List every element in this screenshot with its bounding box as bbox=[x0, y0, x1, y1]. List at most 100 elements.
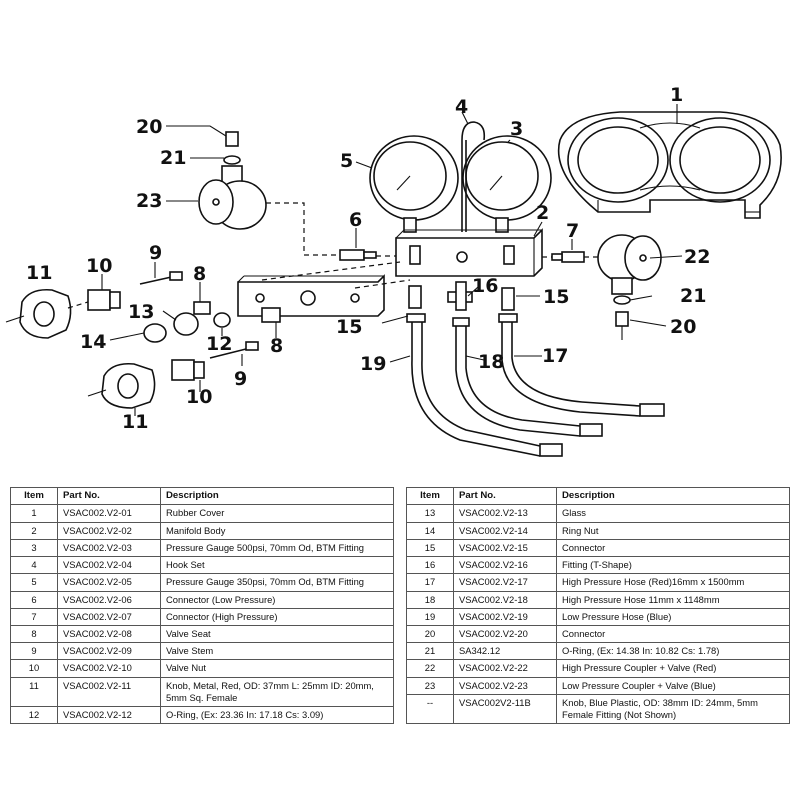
cell-description: High Pressure Hose (Red)16mm x 1500mm bbox=[556, 573, 790, 592]
cell-description: O-Ring, (Ex: 23.36 In: 17.18 Cs: 3.09) bbox=[160, 706, 394, 725]
high-pressure-gauge-drawing bbox=[462, 135, 552, 233]
cell-item: 18 bbox=[406, 590, 454, 609]
leader-lines bbox=[101, 104, 683, 416]
callout-22: 22 bbox=[684, 246, 710, 268]
cell-item: 23 bbox=[406, 676, 454, 695]
cell-part-no: VSAC002.V2-02 bbox=[57, 521, 161, 540]
cell-part-no: VSAC002.V2-14 bbox=[453, 521, 557, 540]
connector-left-drawing bbox=[408, 285, 422, 309]
callout-4: 4 bbox=[455, 96, 468, 118]
callout-8-top: 8 bbox=[193, 263, 206, 285]
cell-part-no: VSAC002.V2-12 bbox=[57, 706, 161, 725]
cell-item: 8 bbox=[10, 624, 58, 644]
callout-11-top: 11 bbox=[26, 262, 52, 284]
cell-description: Ring Nut bbox=[556, 521, 790, 540]
valve-nut-lower-drawing bbox=[171, 359, 205, 381]
callout-9-bottom: 9 bbox=[234, 368, 247, 390]
cell-item: 2 bbox=[10, 521, 58, 540]
callout-7: 7 bbox=[566, 220, 579, 242]
cell-description: Pressure Gauge 350psi, 70mm Od, BTM Fitt… bbox=[160, 573, 394, 592]
callout-5: 5 bbox=[340, 150, 353, 172]
column-header-part-no: Part No. bbox=[453, 486, 557, 506]
knob-lower-drawing bbox=[87, 362, 156, 409]
low-pressure-hose-drawing bbox=[411, 318, 541, 457]
valve-seat-lower-drawing bbox=[261, 307, 281, 323]
cell-description: Connector (Low Pressure) bbox=[160, 590, 394, 609]
callout-9-top: 9 bbox=[149, 242, 162, 264]
low-coupler-drawing bbox=[198, 131, 267, 230]
low-connector-drawing bbox=[339, 249, 377, 261]
cell-description: High Pressure Hose 11mm x 1148mm bbox=[556, 590, 790, 609]
middle-hose-drawing bbox=[455, 322, 581, 437]
cell-part-no: VSAC002.V2-13 bbox=[453, 504, 557, 523]
cell-description: Knob, Metal, Red, OD: 37mm L: 25mm ID: 2… bbox=[160, 676, 394, 708]
cell-description: Knob, Blue Plastic, OD: 38mm ID: 24mm, 5… bbox=[556, 693, 790, 725]
cell-description: High Pressure Coupler + Valve (Red) bbox=[556, 659, 790, 678]
exploded-parts-diagram: 1 2 3 4 5 6 7 20 21 23 22 21 20 9 10 11 … bbox=[5, 84, 782, 457]
callout-6: 6 bbox=[349, 209, 362, 231]
cell-description: Low Pressure Coupler + Valve (Blue) bbox=[556, 676, 790, 695]
cell-description: Fitting (T-Shape) bbox=[556, 556, 790, 575]
cell-part-no: VSAC002.V2-16 bbox=[453, 556, 557, 575]
callout-15-left: 15 bbox=[336, 316, 362, 338]
cell-item: 10 bbox=[10, 659, 58, 678]
cell-part-no: VSAC002.V2-15 bbox=[453, 538, 557, 558]
callout-1: 1 bbox=[670, 84, 683, 106]
cell-description: Connector (High Pressure) bbox=[160, 607, 394, 627]
cell-item: 1 bbox=[10, 504, 58, 523]
cell-item: 15 bbox=[406, 538, 454, 558]
glass-drawing bbox=[173, 312, 199, 336]
cell-part-no: VSAC002.V2-09 bbox=[57, 642, 161, 661]
cell-description: Glass bbox=[556, 504, 790, 523]
callout-10-bottom: 10 bbox=[186, 386, 212, 408]
callout-16: 16 bbox=[472, 275, 498, 297]
cell-description: Manifold Body bbox=[160, 521, 394, 540]
table-header-row: Item Part No. Description bbox=[406, 486, 790, 506]
cell-part-no: VSAC002.V2-05 bbox=[57, 573, 161, 592]
callout-3: 3 bbox=[510, 118, 523, 140]
cell-description: Valve Nut bbox=[160, 659, 394, 678]
valve-stem-upper-drawing bbox=[139, 271, 183, 285]
cell-part-no: VSAC002.V2-20 bbox=[453, 624, 557, 644]
cell-description: O-Ring, (Ex: 14.38 In: 10.82 Cs: 1.78) bbox=[556, 642, 790, 661]
cell-part-no: VSAC002.V2-08 bbox=[57, 624, 161, 644]
cell-part-no: VSAC002.V2-06 bbox=[57, 590, 161, 609]
connector-right-drawing bbox=[501, 287, 515, 311]
cell-part-no: VSAC002.V2-10 bbox=[57, 659, 161, 678]
cell-item: 14 bbox=[406, 521, 454, 540]
cell-part-no: VSAC002.V2-11 bbox=[57, 676, 161, 708]
cell-description: Valve Seat bbox=[160, 624, 394, 644]
callout-14: 14 bbox=[80, 331, 106, 353]
high-coupler-drawing bbox=[597, 234, 662, 340]
cell-part-no: VSAC002.V2-17 bbox=[453, 573, 557, 592]
cell-item: 11 bbox=[10, 676, 58, 708]
column-header-item: Item bbox=[10, 486, 58, 506]
cell-item: 19 bbox=[406, 607, 454, 627]
valve-seat-upper-drawing bbox=[193, 301, 211, 315]
cell-item: 22 bbox=[406, 659, 454, 678]
hook-drawing bbox=[461, 121, 486, 232]
callout-15-right: 15 bbox=[543, 286, 569, 308]
high-pressure-hose-drawing bbox=[501, 318, 641, 417]
cell-description: Connector bbox=[556, 538, 790, 558]
callout-21-bottom: 21 bbox=[680, 285, 706, 307]
callout-23: 23 bbox=[136, 190, 162, 212]
valve-nut-upper-drawing bbox=[87, 289, 121, 311]
cell-part-no: VSAC002.V2-18 bbox=[453, 590, 557, 609]
callout-11-bottom: 11 bbox=[122, 411, 148, 433]
